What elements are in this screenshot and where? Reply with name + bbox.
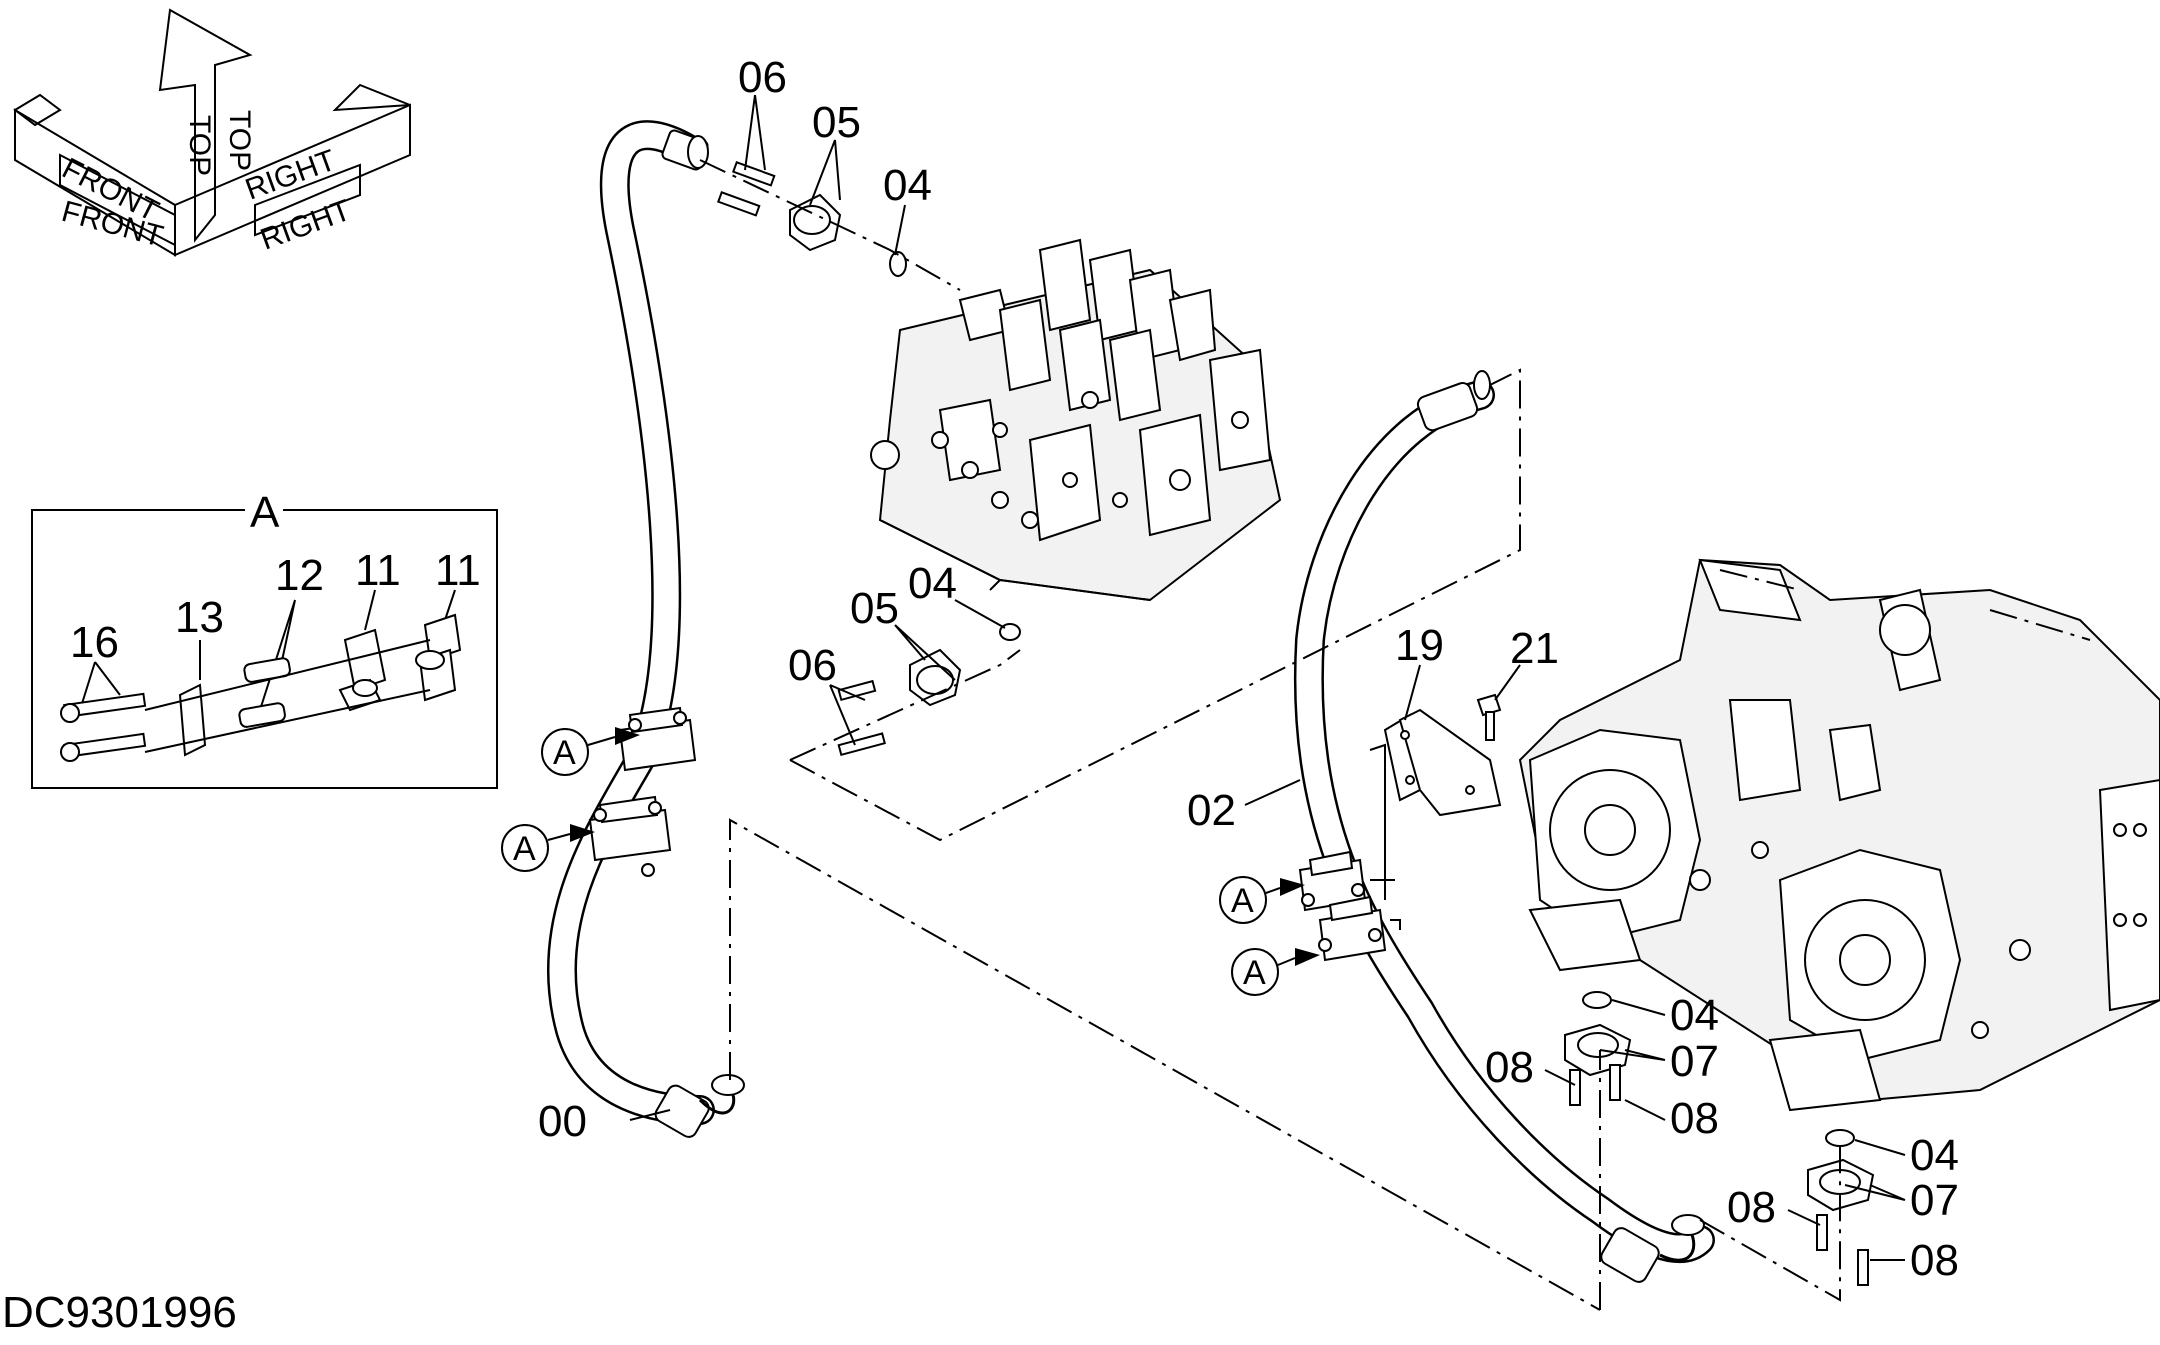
clamp-set-lower-left [588,795,672,877]
center-lines [699,159,1841,1311]
clamp-half-11-a [338,628,387,712]
label-08-pump-1-left: 08 [1485,1043,1534,1092]
callout-a-1: A [541,727,640,776]
bolt-21 [1476,693,1502,741]
top-label-left: TOP [183,115,216,176]
label-07-pump-1: 07 [1670,1037,1719,1086]
clamp-set-upper-left [618,706,697,772]
label-05-mid: 05 [850,584,899,633]
label-04-pump-1: 04 [1670,991,1719,1040]
detail-label-12: 12 [275,551,324,600]
part-labels: 06 05 04 04 05 06 19 21 02 00 04 07 08 0… [538,53,1959,1285]
detail-label-11-a: 11 [355,546,401,595]
label-08-pump-2-left: 08 [1727,1183,1776,1232]
hose-00 [546,120,745,1138]
leader-lines [629,94,1906,1261]
label-04-mid: 04 [908,559,957,608]
flange-parts-pump-1 [1564,991,1632,1106]
label-04-top: 04 [883,161,932,210]
callout-a-4: A [1231,948,1320,996]
clamp-set-lower-right [1318,895,1387,962]
callout-a-3: A [1219,876,1305,924]
label-00: 00 [538,1097,587,1146]
pump-transmission-assembly [1518,558,2160,1112]
clamp-half-11-b [415,613,462,702]
callout-a-4-label: A [1243,954,1266,992]
bolt-16-lower [60,732,147,762]
plate-13 [178,683,207,757]
flange-parts-upper [717,161,907,277]
callout-a-1-label: A [553,734,576,772]
orientation-symbol: FRONT FRONT TOP TOP RIGHT RIGHT [13,8,411,257]
callout-a-2-label: A [513,830,536,868]
callout-a-2: A [501,824,595,872]
bracket-19 [1383,708,1502,817]
label-08-pump-2-right: 08 [1910,1236,1959,1285]
main-control-valve [870,238,1282,602]
right-label-lower: RIGHT [256,194,355,257]
bolt-16-upper [60,692,147,723]
label-05-top: 05 [812,98,861,147]
flange-parts-middle [837,623,1021,757]
diagram-code: DC9301996 [2,1288,237,1337]
top-label-right: TOP [223,110,256,171]
clamp-set-upper-right [1298,850,1367,912]
label-21: 21 [1510,624,1559,673]
callout-a-3-label: A [1231,882,1254,920]
label-02: 02 [1187,786,1236,835]
label-06-top: 06 [738,53,787,102]
label-04-pump-2: 04 [1910,1131,1959,1180]
detail-title: A [250,488,280,537]
label-19: 19 [1395,621,1444,670]
detail-a-box: A 16 13 12 11 11 [31,488,498,789]
detail-label-11-b: 11 [435,546,481,595]
detail-label-16: 16 [70,618,119,667]
label-06-mid: 06 [788,641,837,690]
label-07-pump-2: 07 [1910,1176,1959,1225]
sleeve-12-lower [238,702,286,728]
detail-label-13: 13 [175,593,224,642]
label-08-pump-1-right: 08 [1670,1094,1719,1143]
